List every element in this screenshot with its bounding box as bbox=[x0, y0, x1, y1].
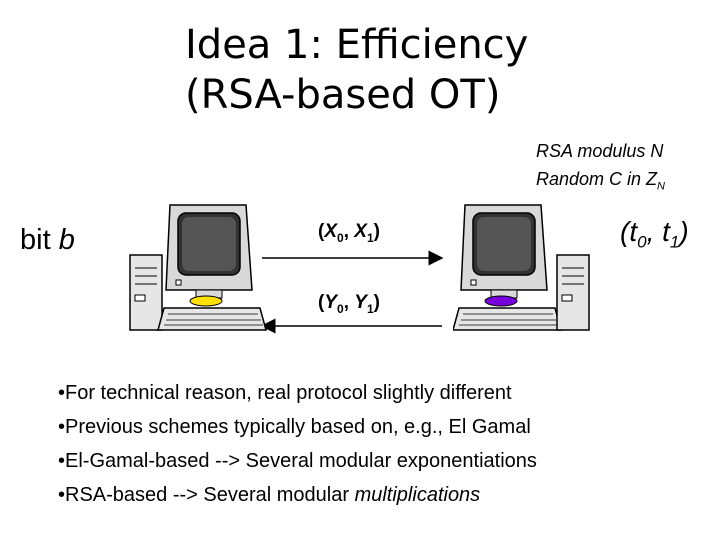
bwd-var0: Y bbox=[324, 292, 338, 313]
t1-subscript: 1 bbox=[669, 232, 680, 252]
fwd-sub0: 0 bbox=[337, 230, 344, 245]
fwd-var1: X bbox=[354, 221, 367, 242]
bullet-item: •RSA-based --> Several modular multiplic… bbox=[58, 478, 537, 512]
receiver-input-label: bit b bbox=[20, 224, 75, 257]
bwd-var1: Y bbox=[354, 292, 367, 313]
random-c-subscript: N bbox=[657, 180, 665, 193]
bwd-close: ) bbox=[373, 292, 380, 313]
fwd-close: ) bbox=[373, 221, 380, 242]
bwd-sub1: 1 bbox=[366, 301, 374, 316]
fwd-sep: , bbox=[343, 221, 355, 242]
random-c-text: Random C in Z bbox=[536, 169, 658, 189]
slide-title: Idea 1: Efficiency (RSA-based OT) bbox=[185, 20, 528, 120]
bullet-text: •RSA-based --> Several modular bbox=[58, 484, 355, 506]
fwd-var0: X bbox=[324, 221, 338, 242]
t-mid: , t bbox=[646, 216, 670, 247]
bullet-item: •Previous schemes typically based on, e.… bbox=[58, 416, 531, 438]
bwd-sep: , bbox=[343, 292, 355, 313]
sender-output-label: (t0, t1) bbox=[620, 216, 689, 253]
bwd-sub0: 0 bbox=[337, 301, 344, 316]
rsa-parameters: RSA modulus N Random C in ZN bbox=[536, 137, 665, 201]
bullet-item: •For technical reason, real protocol sli… bbox=[58, 382, 512, 404]
bwd-open: ( bbox=[318, 292, 325, 313]
bullet-item: •El-Gamal-based --> Several modular expo… bbox=[58, 450, 537, 472]
t-open: (t bbox=[620, 216, 638, 247]
receiver-computer-icon bbox=[129, 204, 267, 331]
bullet-emphasis: multiplications bbox=[354, 484, 481, 506]
title-line-2: (RSA-based OT) bbox=[185, 72, 501, 118]
t-close: ) bbox=[679, 216, 689, 247]
bullet-list: •For technical reason, real protocol sli… bbox=[58, 376, 537, 512]
sender-computer-icon bbox=[453, 204, 590, 331]
t0-subscript: 0 bbox=[637, 232, 647, 252]
fwd-open: ( bbox=[318, 221, 325, 242]
backward-message-label: (Y0, Y1) bbox=[318, 292, 380, 316]
random-c-label: Random C in ZN bbox=[536, 165, 665, 201]
bit-variable: b bbox=[58, 224, 75, 256]
fwd-sub1: 1 bbox=[366, 230, 374, 245]
forward-message-label: (X0, X1) bbox=[318, 221, 380, 245]
title-line-1: Idea 1: Efficiency bbox=[185, 22, 529, 68]
bit-label-text: bit bbox=[20, 224, 59, 256]
rsa-modulus-label: RSA modulus N bbox=[536, 141, 664, 161]
